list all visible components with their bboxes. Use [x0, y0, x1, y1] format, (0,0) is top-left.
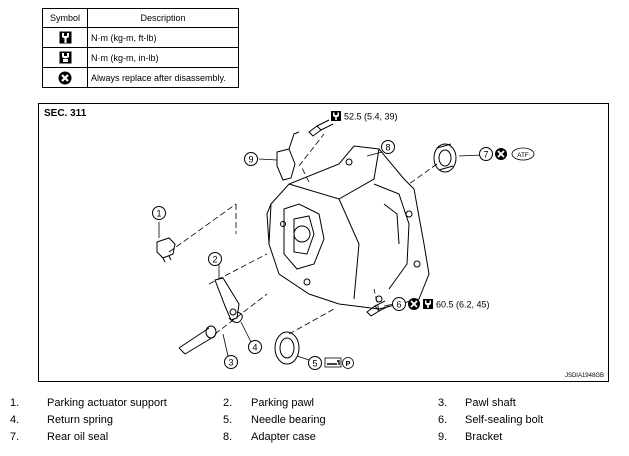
return-spring	[228, 311, 243, 324]
svg-text:1: 1	[156, 209, 161, 219]
part-name: Adapter case	[251, 431, 316, 443]
bracket	[276, 148, 296, 181]
part-name: Pawl shaft	[465, 397, 516, 409]
svg-text:4: 4	[252, 343, 257, 353]
torque-wrench-icon	[59, 31, 71, 44]
rear-oil-seal	[433, 143, 457, 173]
part-number: 7.	[10, 431, 20, 443]
symbol-row: N·m (kg-m, in-lb)	[42, 47, 239, 68]
part-name: Return spring	[47, 414, 114, 426]
svg-text:52.5 (5.4, 39): 52.5 (5.4, 39)	[344, 112, 398, 122]
bolt-top	[308, 119, 334, 137]
diagram-drawing: 1 2 3 4 5 6 7	[152, 111, 535, 370]
section-label: SEC. 311	[44, 108, 87, 119]
svg-text:8: 8	[385, 143, 390, 153]
svg-text:3: 3	[228, 358, 233, 368]
symbol-table-header: Symbol Description	[42, 8, 239, 28]
part-number: 9.	[438, 431, 448, 443]
bearing-annotations: P	[324, 357, 354, 369]
part-number: 2.	[223, 397, 233, 409]
grease-label: P	[345, 359, 350, 368]
exploded-diagram: SEC. 311	[38, 103, 609, 382]
callout-9: 9	[244, 152, 258, 166]
bolt-annotations: 60.5 (6.2, 45)	[408, 298, 490, 310]
part-number: 5.	[223, 414, 233, 426]
svg-text:9: 9	[248, 155, 253, 165]
part-number: 4.	[10, 414, 20, 426]
symbol-header: Symbol	[42, 8, 88, 28]
svg-text:2: 2	[212, 255, 217, 265]
callout-5: 5	[308, 356, 322, 370]
callout-7: 7	[479, 147, 493, 161]
svg-text:6: 6	[396, 300, 401, 310]
always-replace-icon	[58, 71, 72, 84]
part-name: Bracket	[465, 431, 503, 443]
figure-id: JSDIA1948GB	[564, 373, 604, 379]
torque-wrench-small-icon	[59, 51, 71, 64]
symbol-description: Always replace after disassembly.	[87, 67, 239, 88]
parking-actuator-support	[156, 237, 176, 263]
symbol-description: N·m (kg-m, ft-lb)	[87, 27, 239, 48]
part-number: 6.	[438, 414, 448, 426]
svg-text:5: 5	[312, 359, 317, 369]
pawl-shaft	[178, 325, 217, 355]
part-name: Parking actuator support	[47, 397, 167, 409]
needle-bearing	[274, 331, 300, 365]
parts-list: 1. Parking actuator support 2. Parking p…	[10, 397, 620, 448]
symbol-table: Symbol Description N·m (kg-m, ft-lb) N·m…	[42, 8, 239, 88]
callout-4: 4	[248, 340, 262, 354]
part-number: 1.	[10, 397, 20, 409]
torque-spec-top: 52.5 (5.4, 39)	[331, 111, 398, 122]
description-header: Description	[87, 8, 239, 28]
atf-label: ATF	[517, 152, 529, 159]
parts-row: 4. Return spring 5. Needle bearing 6. Se…	[10, 414, 620, 431]
symbol-description: N·m (kg-m, in-lb)	[87, 47, 239, 68]
symbol-row: Always replace after disassembly.	[42, 67, 239, 88]
parking-pawl	[214, 277, 240, 321]
svg-text:7: 7	[483, 150, 488, 160]
parts-row: 7. Rear oil seal 8. Adapter case 9. Brac…	[10, 431, 620, 448]
callout-1: 1	[152, 206, 166, 220]
part-name: Parking pawl	[251, 397, 314, 409]
seal-annotations: ATF	[495, 147, 535, 161]
parts-row: 1. Parking actuator support 2. Parking p…	[10, 397, 620, 414]
callout-8: 8	[381, 140, 395, 154]
callout-6: 6	[392, 297, 406, 311]
part-name: Rear oil seal	[47, 431, 109, 443]
symbol-row: N·m (kg-m, ft-lb)	[42, 27, 239, 48]
part-number: 3.	[438, 397, 448, 409]
adapter-case	[266, 145, 430, 310]
svg-text:60.5 (6.2, 45): 60.5 (6.2, 45)	[436, 300, 490, 310]
part-number: 8.	[223, 431, 233, 443]
callouts: 1 2 3 4 5 6 7	[152, 140, 493, 370]
callout-2: 2	[208, 252, 222, 266]
part-name: Self-sealing bolt	[465, 414, 544, 426]
callout-3: 3	[224, 355, 238, 369]
part-name: Needle bearing	[251, 414, 326, 426]
